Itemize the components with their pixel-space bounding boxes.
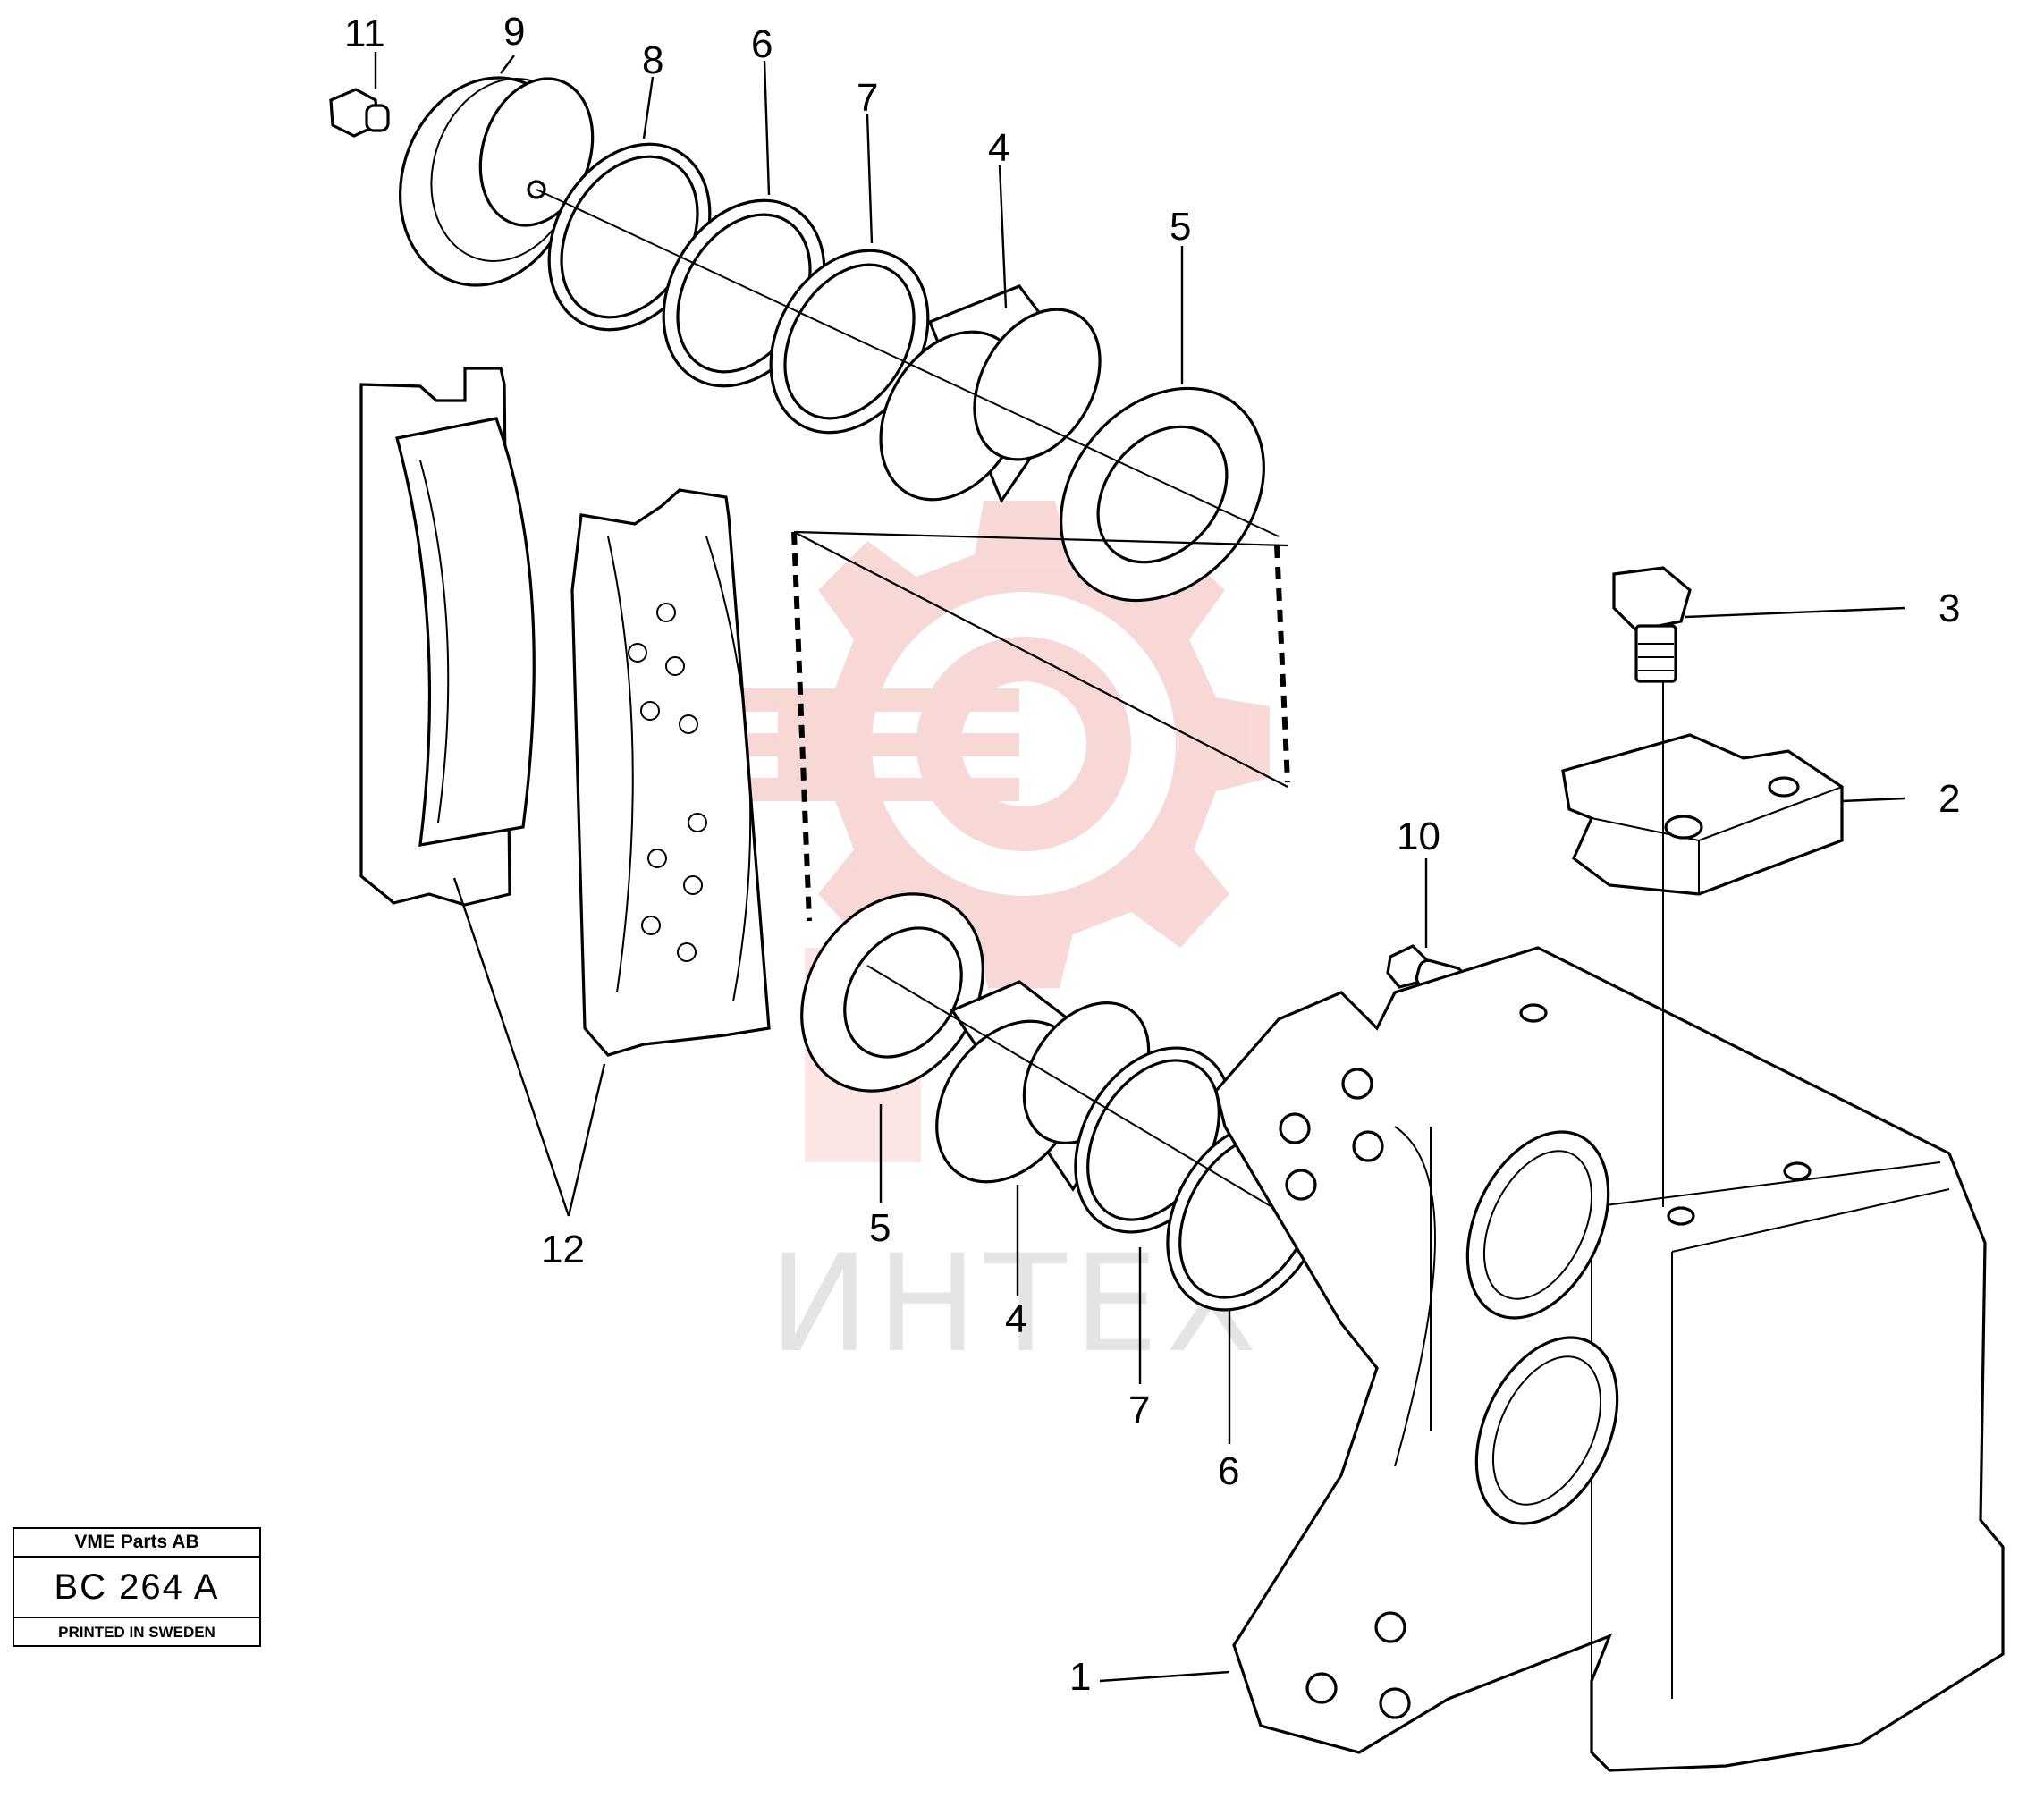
callout-4-bottom: 4 — [1005, 1297, 1026, 1341]
callout-7-bottom: 7 — [1128, 1389, 1150, 1432]
callout-10: 10 — [1397, 815, 1440, 858]
disc-plane — [791, 530, 1290, 922]
watermark-gear-icon — [644, 501, 1270, 1162]
part-9-cap — [398, 76, 595, 287]
title-block-code: BC 264 A — [14, 1558, 259, 1618]
part-12-brake-pad-right — [570, 488, 771, 1057]
part-5-seal-top — [1060, 386, 1265, 603]
part-5-seal-bottom — [800, 892, 984, 1093]
callout-8: 8 — [642, 38, 663, 82]
callout-2: 2 — [1938, 777, 1960, 821]
callout-5-bottom: 5 — [869, 1206, 891, 1250]
callout-3: 3 — [1938, 587, 1960, 630]
title-block-company: VME Parts AB — [14, 1529, 259, 1558]
part-1-caliper-housing — [1214, 946, 2005, 1772]
title-block: VME Parts AB BC 264 A PRINTED IN SWEDEN — [13, 1527, 261, 1647]
part-12-brake-pad-left — [359, 367, 536, 907]
callout-7-top: 7 — [857, 76, 878, 120]
callout-6-bottom: 6 — [1218, 1449, 1239, 1493]
part-3-bolt — [1612, 566, 1692, 683]
callout-9: 9 — [503, 10, 525, 54]
title-block-printed: PRINTED IN SWEDEN — [58, 1624, 215, 1641]
part-2-plate — [1561, 733, 1844, 896]
callout-6-top: 6 — [751, 22, 773, 66]
axis-line-top — [536, 189, 1280, 537]
callout-12: 12 — [541, 1228, 585, 1271]
callout-11: 11 — [344, 12, 385, 55]
callout-5-top: 5 — [1170, 205, 1191, 249]
leader-lines — [374, 52, 1905, 1683]
callout-4-top: 4 — [988, 126, 1009, 170]
part-4-piston-top — [879, 284, 1102, 504]
callout-1: 1 — [1069, 1655, 1091, 1699]
part-7-ring-top — [769, 249, 930, 435]
part-11-plug — [329, 88, 390, 138]
